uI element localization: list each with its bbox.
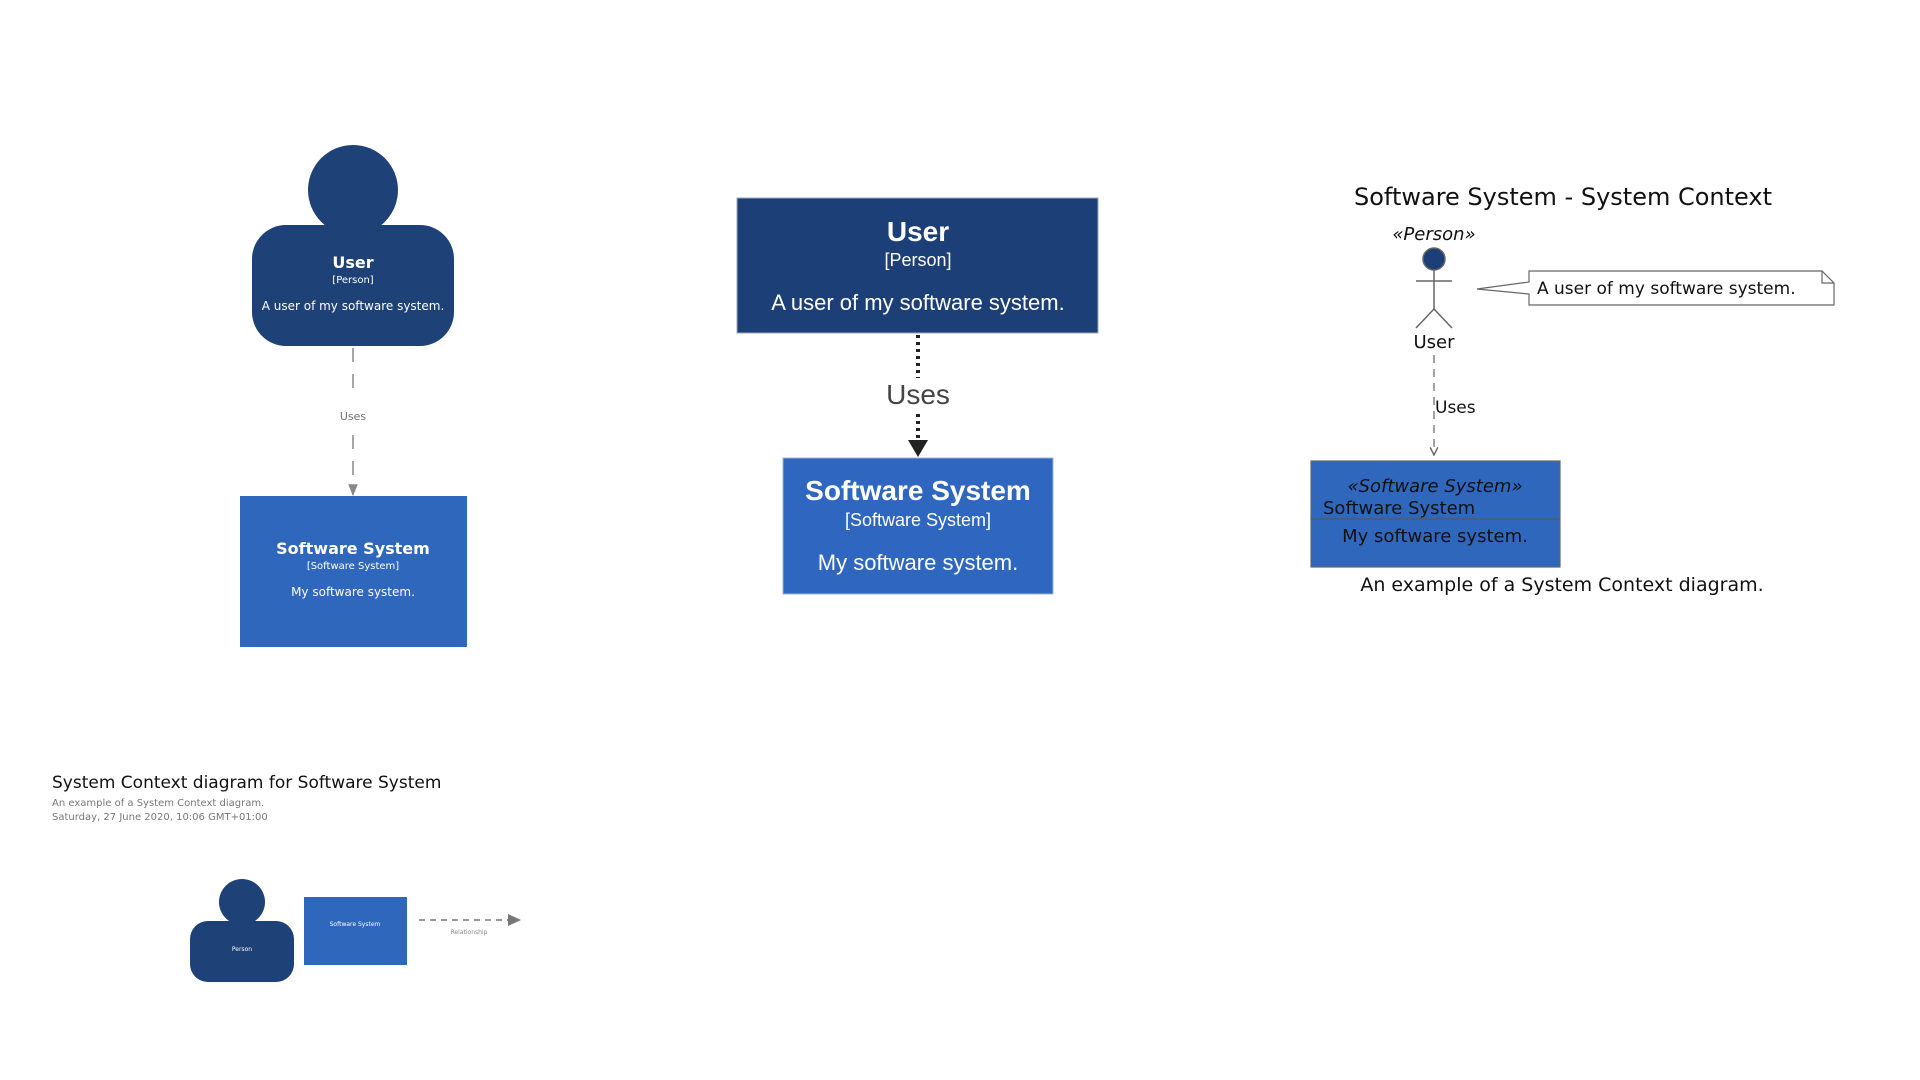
- note-text: A user of my software system.: [1537, 279, 1796, 299]
- key-relationship-label: Relationship: [451, 929, 488, 936]
- actor-name: User: [1413, 332, 1455, 353]
- software-system-name: Software System: [1323, 498, 1475, 519]
- person-type: [Person]: [332, 275, 374, 286]
- person-rect: [736, 197, 1099, 334]
- key-title: System Context diagram for Software Syst…: [52, 773, 441, 793]
- software-system-description: My software system.: [1342, 526, 1528, 547]
- software-system-name: Software System: [805, 475, 1031, 506]
- plantuml-panel: Software System - System Context «Person…: [1310, 183, 1835, 596]
- software-system-rect: [782, 457, 1054, 595]
- uses-relationship-label: Uses: [340, 410, 367, 423]
- person-description: A user of my software system.: [262, 299, 445, 313]
- key-description: An example of a System Context diagram.: [52, 798, 264, 809]
- software-system-description: My software system.: [291, 585, 415, 599]
- person-shape[interactable]: User [Person] A user of my software syst…: [252, 145, 454, 346]
- actor-stereotype: «Person»: [1392, 224, 1475, 245]
- software-system-description: My software system.: [818, 550, 1018, 575]
- uses-relationship-label: Uses: [1435, 398, 1476, 418]
- graphviz-panel: User [Person] A user of my software syst…: [736, 197, 1099, 595]
- software-system-box[interactable]: Software System [Software System] My sof…: [240, 496, 467, 647]
- software-system-box[interactable]: «Software System» Software System My sof…: [1310, 460, 1561, 568]
- person-head: [308, 145, 398, 235]
- software-system-rect: [1310, 460, 1561, 568]
- software-system-type: [Software System]: [307, 561, 399, 572]
- key-person-shape: Person: [190, 879, 294, 982]
- person-box[interactable]: User [Person] A user of my software syst…: [736, 197, 1099, 334]
- software-system-type: [Software System]: [845, 510, 991, 530]
- arrowhead: [908, 440, 928, 457]
- software-system-box[interactable]: Software System [Software System] My sof…: [782, 457, 1054, 595]
- key-arrowhead: [508, 914, 521, 926]
- key-panel: System Context diagram for Software Syst…: [52, 773, 521, 982]
- key-person-label: Person: [232, 946, 252, 953]
- person-type: [Person]: [884, 250, 951, 270]
- software-system-name: Software System: [276, 539, 430, 558]
- software-system-rect: [240, 496, 467, 647]
- system-stereotype: «Software System»: [1347, 476, 1522, 497]
- person-description: A user of my software system.: [771, 290, 1064, 315]
- diagram-caption: An example of a System Context diagram.: [1360, 574, 1763, 596]
- note-callout: A user of my software system.: [1476, 270, 1835, 306]
- structurizr-panel: User [Person] A user of my software syst…: [240, 145, 467, 647]
- stick-figure-icon[interactable]: [1415, 247, 1453, 329]
- person-name: User: [887, 216, 949, 247]
- diagram-title: Software System - System Context: [1354, 183, 1772, 211]
- person-name: User: [332, 253, 373, 272]
- uses-relationship-label: Uses: [886, 379, 950, 410]
- key-timestamp: Saturday, 27 June 2020, 10:06 GMT+01:00: [52, 812, 268, 823]
- key-system-box: Software System: [304, 897, 407, 965]
- person-body: [252, 225, 454, 346]
- key-system-label: Software System: [330, 921, 381, 928]
